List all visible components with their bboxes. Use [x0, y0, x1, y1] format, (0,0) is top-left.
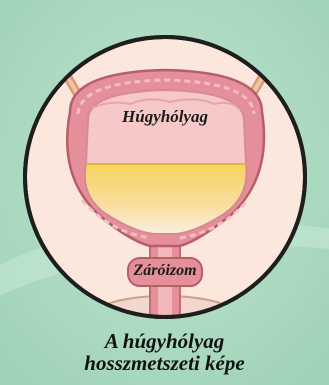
label-sphincter: Záróizom — [120, 262, 210, 280]
label-bladder: Húgyhólyag — [95, 107, 235, 127]
caption-line-2: hosszmetszeti képe — [0, 352, 329, 374]
caption-line-1: A húgyhólyag — [0, 330, 329, 352]
